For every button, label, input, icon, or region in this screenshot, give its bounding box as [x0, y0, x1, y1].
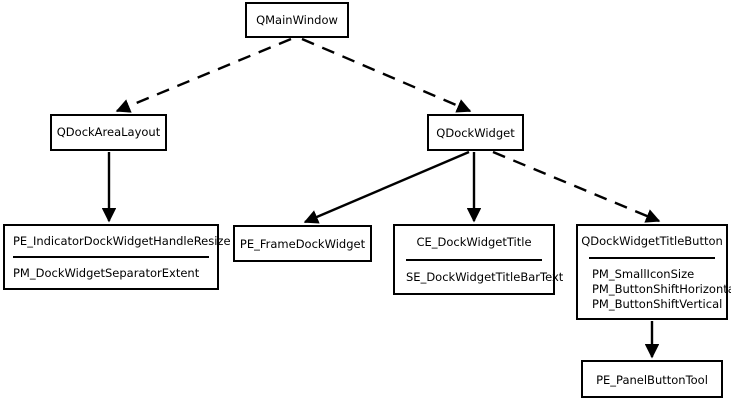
node-attribute: SE_DockWidgetTitleBarText: [406, 269, 564, 284]
node-divider: [406, 258, 542, 261]
node-attribute: PM_SmallIconSize: [592, 266, 695, 281]
node-title: PE_IndicatorDockWidgetHandleResize: [13, 234, 231, 248]
node-title: QMainWindow: [256, 13, 338, 27]
node-ce-dock-widget-title[interactable]: CE_DockWidgetTitle SE_DockWidgetTitleBar…: [393, 224, 564, 295]
node-attributes: PM_SmallIconSize PM_ButtonShiftHorizonta…: [578, 259, 731, 312]
node-divider: [589, 256, 715, 259]
node-title: QDockWidgetTitleButton: [581, 234, 723, 248]
node-qdockwidgettitlebutton[interactable]: QDockWidgetTitleButton PM_SmallIconSize …: [576, 224, 731, 320]
node-attribute: PM_DockWidgetSeparatorExtent: [13, 265, 200, 280]
node-divider: [13, 255, 209, 258]
node-attributes: SE_DockWidgetTitleBarText: [395, 261, 564, 285]
node-attribute: PM_ButtonShiftVertical: [592, 296, 723, 311]
edge-qmainwindow-qdockarealayout: [115, 37, 292, 113]
node-qdockarealayout[interactable]: QDockAreaLayout: [50, 114, 167, 151]
node-pe-panel-button-tool[interactable]: PE_PanelButtonTool: [581, 360, 723, 398]
node-title: PE_FrameDockWidget: [239, 237, 366, 251]
node-title: PE_PanelButtonTool: [596, 373, 708, 387]
node-qdockwidget[interactable]: QDockWidget: [427, 114, 524, 151]
edge-qdockwidget-qdwtb: [492, 150, 661, 223]
node-qmainwindow[interactable]: QMainWindow: [245, 2, 349, 38]
edge-qdockwidget-pe-frame: [303, 150, 470, 224]
node-title: QDockAreaLayout: [56, 125, 161, 139]
node-pe-indicator-dock-widget-handle-resize[interactable]: PE_IndicatorDockWidgetHandleResize PM_Do…: [3, 224, 231, 290]
edge-qmainwindow-qdockwidget: [301, 37, 472, 113]
node-attributes: PM_DockWidgetSeparatorExtent: [5, 258, 217, 281]
node-title: QDockWidget: [436, 126, 515, 140]
node-attribute: PM_ButtonShiftHorizontal: [592, 281, 731, 296]
node-pe-frame-dock-widget[interactable]: PE_FrameDockWidget: [233, 225, 372, 262]
node-title: CE_DockWidgetTitle: [416, 235, 532, 249]
